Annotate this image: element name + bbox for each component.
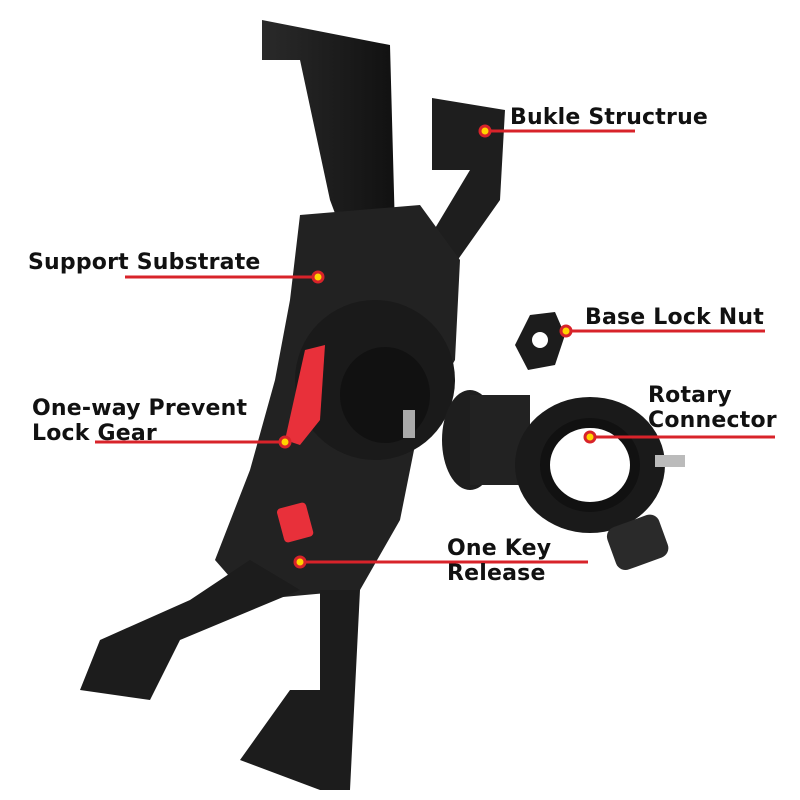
knob [340, 347, 430, 443]
lock-gear [285, 345, 325, 445]
label-gear-line1: One-way Prevent [32, 396, 248, 421]
label-base-lock-nut: Base Lock Nut [585, 305, 764, 330]
top-left-grip [262, 20, 395, 240]
release-button [277, 502, 314, 543]
rotary-connector [442, 390, 685, 571]
leader-lines [95, 129, 775, 564]
label-rotary-connector: Rotary Connector [648, 383, 777, 433]
label-gear: One-way Prevent Lock Gear [32, 396, 247, 446]
label-rotary-line1: Rotary [648, 383, 732, 408]
label-one-key-release: One Key Release [447, 536, 551, 586]
bottom-right-grip [240, 590, 360, 790]
label-release-line1: One Key [447, 536, 552, 561]
screw [403, 410, 415, 438]
label-rotary-line2: Connector [648, 408, 777, 433]
label-support-substrate: Support Substrate [28, 250, 261, 275]
label-buckle-structure: Bukle Structrue [510, 105, 709, 130]
label-gear-line2: Lock Gear [32, 421, 157, 446]
marker-dots [278, 124, 597, 569]
label-release-line2: Release [447, 561, 546, 586]
bottom-left-grip [80, 560, 300, 700]
